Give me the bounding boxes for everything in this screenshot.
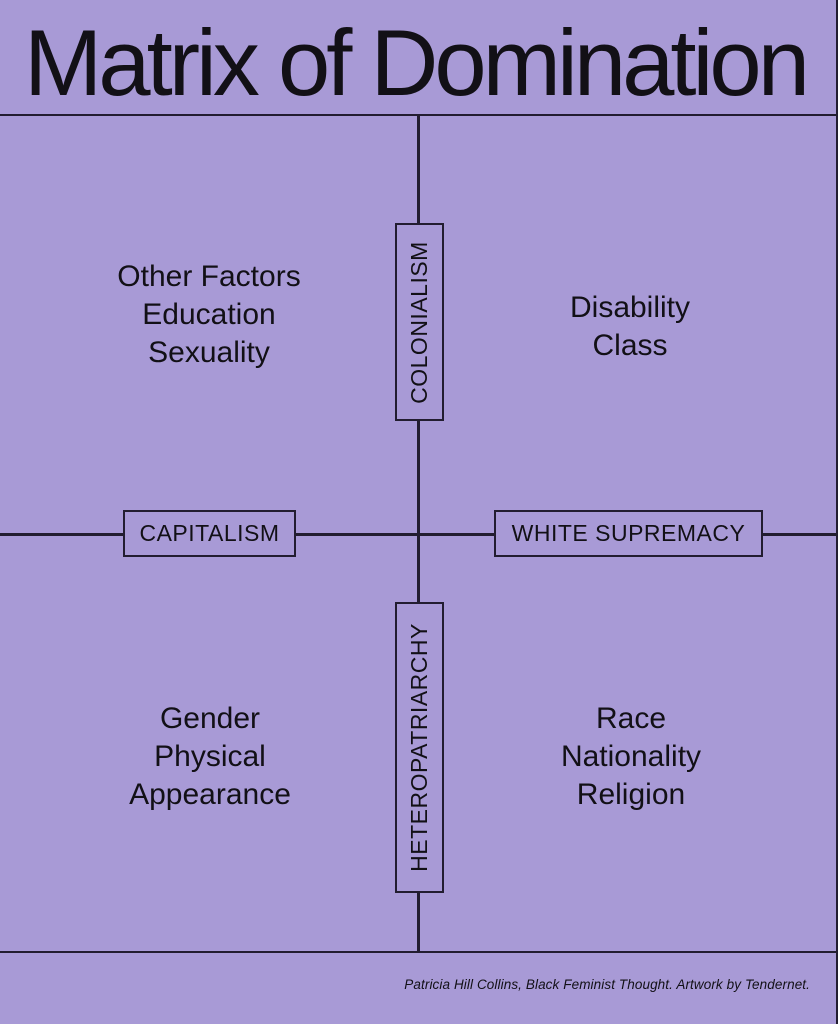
- axis-label-white-supremacy: WHITE SUPREMACY: [494, 510, 763, 557]
- quadrant-top-left-line-3: Sexuality: [148, 336, 270, 369]
- axis-label-colonialism-text: COLONIALISM: [406, 240, 432, 404]
- axis-label-heteropatriarchy: HETEROPATRIARCHY: [395, 602, 444, 893]
- axis-label-colonialism: COLONIALISM: [395, 223, 444, 421]
- poster-title: Matrix of Domination: [24, 9, 810, 115]
- quadrant-top-right-line-1: Disability: [569, 291, 691, 324]
- quadrant-bottom-right: Race Nationality Religion: [561, 700, 701, 814]
- quadrant-top-left-line-1: Other Factors: [117, 260, 301, 293]
- footer-divider-line: [0, 951, 838, 953]
- quadrant-top-right-line-2: Class: [592, 329, 668, 362]
- quadrant-bottom-left-line-1: Gender: [159, 702, 261, 735]
- quadrant-bottom-left-line-2: Physical: [154, 740, 266, 773]
- title-bar: Matrix of Domination: [0, 0, 838, 115]
- axis-label-capitalism-text: CAPITALISM: [139, 520, 280, 546]
- axis-label-white-supremacy-text: WHITE SUPREMACY: [511, 520, 746, 546]
- quadrant-bottom-right-line-1: Race: [595, 702, 667, 735]
- axis-label-capitalism: CAPITALISM: [123, 510, 296, 557]
- attribution-caption: Patricia Hill Collins, Black Feminist Th…: [404, 977, 810, 992]
- quadrant-bottom-left: Gender Physical Appearance: [129, 700, 291, 814]
- quadrant-top-left: Other Factors Education Sexuality: [117, 258, 300, 372]
- quadrant-top-left-line-2: Education: [142, 298, 276, 331]
- quadrant-bottom-right-line-2: Nationality: [560, 740, 702, 773]
- quadrant-bottom-left-line-3: Appearance: [129, 778, 291, 811]
- quadrant-top-right: Disability Class: [570, 289, 690, 365]
- horizontal-axis-line: [0, 533, 838, 536]
- right-border-line: [836, 0, 838, 1024]
- axis-label-heteropatriarchy-text: HETEROPATRIARCHY: [406, 623, 433, 872]
- quadrant-bottom-right-line-3: Religion: [576, 778, 686, 811]
